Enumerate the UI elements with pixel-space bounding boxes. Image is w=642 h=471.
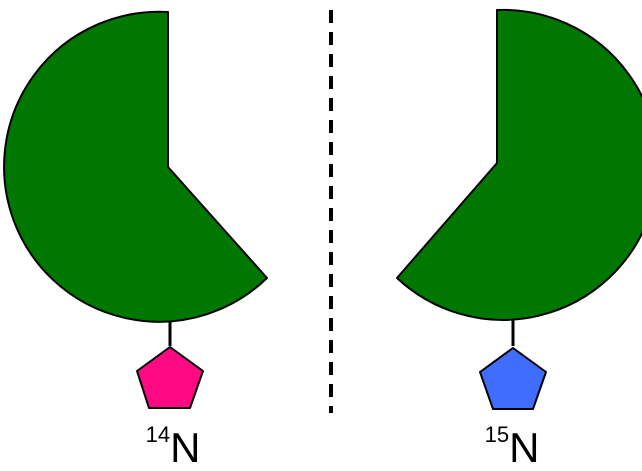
mass-number-left: 14 [145, 422, 171, 447]
element-symbol-left: N [170, 424, 201, 471]
element-symbol-right: N [509, 424, 540, 471]
isotope-label-right: 15N [452, 424, 572, 469]
body-left [3, 10, 268, 323]
molecule-right [396, 8, 642, 410]
pentagon-right [479, 347, 547, 410]
pentagon-left [136, 346, 204, 409]
body-right [396, 8, 642, 321]
molecule-left [3, 10, 268, 409]
mass-number-right: 15 [484, 422, 510, 447]
isotope-label-left: 14N [113, 424, 233, 469]
